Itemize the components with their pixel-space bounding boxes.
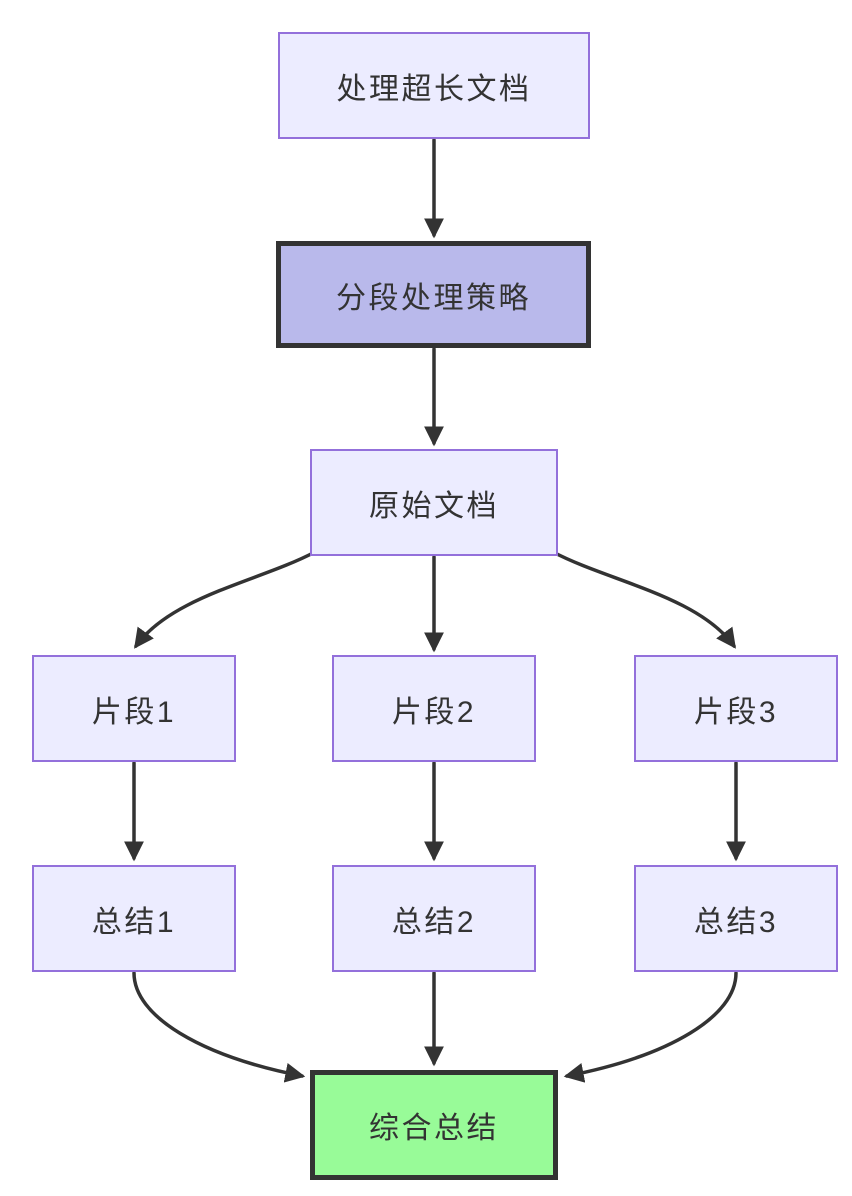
node-summary-2: 总结2 — [332, 865, 536, 972]
node-summary-3: 总结3 — [634, 865, 838, 972]
node-final-summary-label: 综合总结 — [369, 1112, 499, 1145]
node-segment-3-label: 片段3 — [693, 695, 779, 729]
node-start-label: 处理超长文档 — [336, 72, 532, 106]
edge-doc-seg3 — [551, 550, 736, 649]
node-segment-3: 片段3 — [634, 655, 838, 762]
node-segment-2: 片段2 — [332, 655, 536, 762]
node-segment-1: 片段1 — [32, 655, 236, 762]
node-original-doc-label: 原始文档 — [369, 489, 499, 523]
node-start: 处理超长文档 — [278, 32, 590, 139]
edge-doc-seg1 — [134, 550, 317, 649]
node-segment-1-label: 片段1 — [91, 695, 177, 729]
node-summary-1: 总结1 — [32, 865, 236, 972]
node-original-doc: 原始文档 — [310, 449, 558, 556]
node-summary-1-label: 总结1 — [91, 905, 177, 939]
node-strategy-label: 分段处理策略 — [336, 281, 531, 315]
edge-sum1-final — [132, 971, 306, 1083]
node-final-summary: 综合总结 — [310, 1070, 558, 1180]
edge-sum3-final — [563, 971, 738, 1083]
node-summary-3-label: 总结3 — [693, 905, 779, 939]
node-summary-2-label: 总结2 — [391, 905, 477, 939]
node-segment-2-label: 片段2 — [391, 695, 477, 729]
node-strategy: 分段处理策略 — [276, 241, 591, 348]
